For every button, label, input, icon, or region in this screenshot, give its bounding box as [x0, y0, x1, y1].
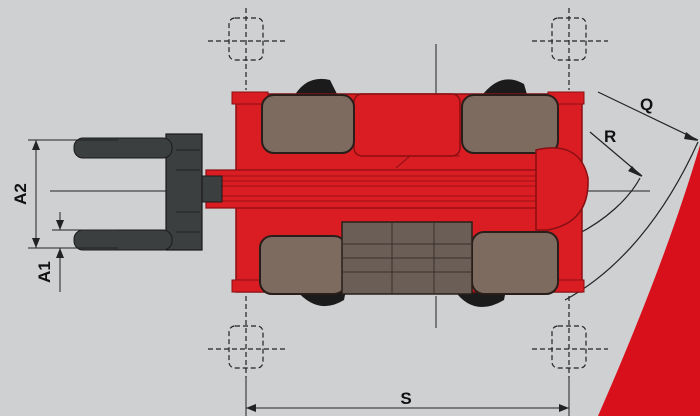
- body-step-line: [395, 155, 460, 169]
- boom-head-block: [199, 175, 223, 203]
- a1-label: A1: [35, 261, 54, 283]
- s-arrow-right: [559, 404, 569, 412]
- turning-area-shape: [598, 145, 700, 416]
- s-dimension: [245, 378, 570, 416]
- q-arrow-head: [684, 132, 698, 141]
- r-label: R: [604, 127, 616, 146]
- wheel-outline-front-bottom: [208, 296, 286, 378]
- carriage-ribs: [176, 149, 200, 233]
- tire-front-top: [261, 94, 355, 154]
- tire-rear-bottom: [471, 231, 559, 295]
- outer-turning-arc: [564, 141, 699, 301]
- a2-label: A2: [11, 183, 30, 205]
- tire-front-bottom: [259, 235, 347, 295]
- fork-tine-bottom: [73, 229, 173, 251]
- boom-pivot-housing: [535, 147, 589, 231]
- q-dimension-line: [597, 91, 699, 141]
- s-label: S: [400, 389, 411, 408]
- r-arrow-head: [628, 166, 642, 177]
- a1-arrow-bottom: [56, 248, 64, 258]
- fork-tine-top: [73, 137, 173, 159]
- inner-turning-arc: [577, 177, 641, 235]
- engine-hood: [353, 93, 461, 157]
- cab-window-grid: [342, 222, 472, 294]
- wheel-outline-rear-top: [532, 8, 608, 90]
- q-label: Q: [640, 95, 653, 114]
- boom-section-lines: [220, 175, 548, 202]
- a1-arrow-top: [56, 220, 64, 230]
- a2-arrow-bottom: [32, 238, 40, 248]
- fork-carriage: [165, 133, 203, 251]
- tire-rear-top: [461, 94, 559, 154]
- wheel-outline-front-top: [208, 8, 286, 90]
- a2-arrow-top: [32, 140, 40, 150]
- wheel-outline-rear-bottom: [532, 296, 608, 378]
- s-arrow-left: [246, 404, 256, 412]
- a2-dimension: [28, 139, 118, 249]
